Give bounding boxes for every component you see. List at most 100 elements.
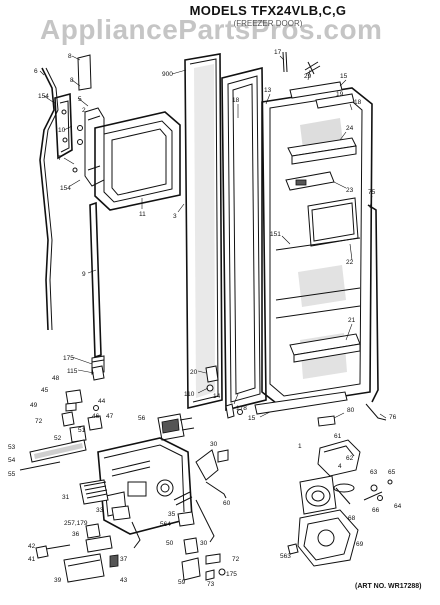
- actuator-arm-parts: [173, 449, 229, 555]
- callout-51: 51: [78, 427, 86, 434]
- top-cap-parts: [282, 51, 355, 109]
- callout-47: 47: [106, 413, 114, 420]
- ice-chute-cup: [317, 439, 361, 477]
- callout-564: 564: [160, 521, 171, 528]
- callout-56: 56: [138, 415, 146, 422]
- callout-80: 80: [347, 407, 355, 414]
- callout-65: 65: [388, 469, 396, 476]
- callout-13: 13: [264, 87, 272, 94]
- callout-11: 11: [139, 211, 146, 218]
- callout-labels: 6 8 8 5 154 2 10 7 154 900 11 3 9 175 11…: [8, 49, 402, 588]
- art-number: (ART NO. WR17288): [355, 583, 422, 590]
- callout-39: 39: [54, 577, 62, 584]
- callout-15: 15: [248, 415, 256, 422]
- callout-9: 9: [82, 271, 86, 278]
- callout-75: 75: [368, 189, 376, 196]
- callout-19: 19: [336, 91, 344, 98]
- callout-110: 110: [184, 391, 195, 398]
- callout-10: 10: [58, 127, 66, 134]
- callout-61: 61: [334, 433, 342, 440]
- chute-spring: [333, 483, 355, 505]
- callout-178: 178: [236, 405, 247, 412]
- callout-44: 44: [98, 398, 106, 405]
- callout-6: 6: [34, 68, 38, 75]
- callout-18: 18: [232, 97, 240, 104]
- callout-35-second: 30: [200, 540, 208, 547]
- callout-30: 30: [210, 441, 218, 448]
- callout-49: 49: [30, 402, 38, 409]
- callout-1: 1: [298, 443, 302, 450]
- leader-lines: [39, 55, 387, 419]
- chute-door-assembly: [299, 475, 337, 515]
- callout-5: 5: [78, 96, 82, 103]
- callout-64: 64: [394, 503, 402, 510]
- callout-154-second: 154: [60, 185, 71, 192]
- door-gasket-strip: [39, 67, 59, 331]
- callout-53: 53: [8, 444, 16, 451]
- callout-76: 76: [389, 414, 397, 421]
- callout-4: 4: [338, 463, 342, 470]
- callout-69: 69: [356, 541, 364, 548]
- freezer-door-outer-panel: [184, 53, 223, 410]
- callout-62: 62: [346, 455, 354, 462]
- callout-14: 14: [213, 393, 221, 400]
- dispenser-light-cover: [19, 439, 87, 471]
- callout-48: 48: [52, 375, 60, 382]
- callout-15-top: 15: [340, 73, 348, 80]
- callout-68: 68: [348, 515, 356, 522]
- callout-151: 151: [270, 231, 281, 238]
- door-hinge-bracket: [72, 54, 105, 187]
- callout-42: 42: [28, 543, 36, 550]
- callout-24: 24: [346, 125, 354, 132]
- door-stop-bracket: [54, 92, 73, 160]
- door-side-rail: [89, 201, 105, 375]
- door-shelf-mid: [285, 171, 335, 191]
- callout-63: 63: [370, 469, 378, 476]
- callout-55: 55: [8, 471, 16, 478]
- callout-37: 37: [120, 556, 128, 563]
- callout-45: 45: [41, 387, 49, 394]
- callout-18-second: 18: [354, 99, 362, 106]
- callout-29: 29: [304, 73, 312, 80]
- page-subtitle: (FREEZER DOOR): [233, 19, 303, 28]
- chute-housing: [297, 509, 359, 567]
- switch-and-screw-parts: [181, 553, 226, 581]
- callout-257-179: 257,179: [64, 520, 88, 527]
- callout-72-second: 72: [232, 556, 240, 563]
- callout-175-second: 175: [226, 571, 237, 578]
- callout-43: 43: [120, 577, 128, 584]
- callout-8: 8: [68, 53, 72, 60]
- clip-part-115: [91, 365, 105, 381]
- callout-59: 59: [178, 579, 186, 586]
- callout-111: 17: [274, 49, 282, 56]
- callout-72: 72: [35, 418, 43, 425]
- switch-bracket-parts: [61, 389, 103, 443]
- callout-563: 563: [280, 553, 291, 560]
- callout-31: 31: [62, 494, 70, 501]
- page-title: MODELS TFX24VLB,C,G: [189, 3, 347, 18]
- dispenser-lever-parts: [35, 505, 141, 559]
- door-bottom-trim: [254, 391, 348, 427]
- watermark-text: AppliancePartsPros.com: [40, 14, 383, 45]
- door-shelf-upper: [287, 137, 357, 165]
- dispenser-motor: [63, 553, 119, 583]
- callout-154: 154: [38, 93, 49, 100]
- callout-41: 41: [28, 556, 36, 563]
- callout-22: 22: [346, 259, 354, 266]
- chute-pivot-parts: [363, 479, 393, 501]
- callout-46: 46: [92, 413, 100, 420]
- callout-21: 21: [348, 317, 356, 324]
- drip-tray-grille: [79, 479, 109, 505]
- door-rod: [365, 204, 387, 421]
- callout-23: 23: [346, 187, 354, 194]
- chute-small-fitting: [287, 543, 299, 555]
- door-bin-rails: [275, 237, 361, 319]
- callout-2: 2: [82, 107, 86, 114]
- dispenser-switch-module: [157, 413, 195, 441]
- callout-36: 36: [72, 531, 80, 538]
- callout-900: 900: [162, 71, 173, 78]
- callout-175: 175: [63, 355, 74, 362]
- callout-50: 50: [166, 540, 174, 547]
